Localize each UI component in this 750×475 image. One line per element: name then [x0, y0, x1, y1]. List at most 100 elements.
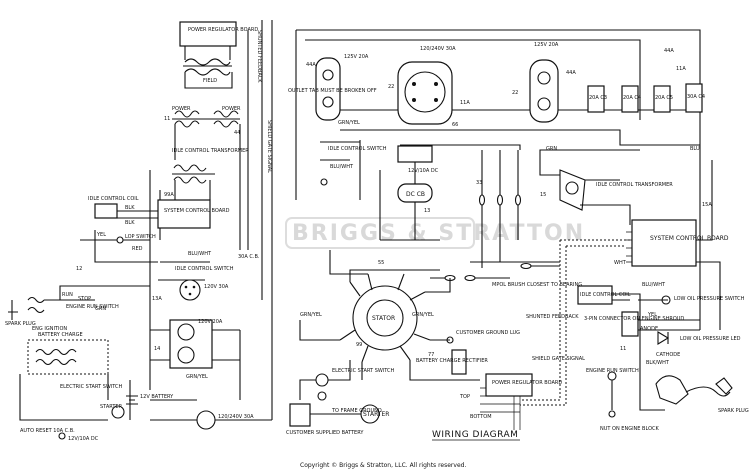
cb-30a-c4 — [685, 83, 703, 113]
dc-cb-label: DC CB — [406, 191, 425, 198]
shield-gate-signal-label: SHIELD GATE SIGNAL — [532, 356, 585, 362]
power-regulator-board-bottom-label: POWER REGULATOR BOARD — [492, 380, 562, 386]
wire-num-15a: 15A — [702, 202, 712, 208]
top-label: TOP — [459, 394, 470, 400]
wire-num-66a: 55 — [378, 260, 384, 266]
wire-num-44a-b: 44A — [566, 70, 576, 76]
outlet-125v-20a-label: 125V 20A — [344, 54, 369, 60]
outlet-120-240v-label: 120/240V 30A — [420, 46, 456, 52]
power-regulator-board-box — [179, 21, 237, 47]
field-label: FIELD — [203, 78, 217, 84]
auto-reset-label: AUTO RESET 10A C.B. — [20, 428, 75, 434]
wire-blk-1: BLK — [125, 205, 135, 211]
customer-supplied-battery-label: CUSTOMER SUPPLIED BATTERY — [286, 430, 364, 436]
mpol-brush-label: MPOL BRUSH CLOSEST TO BEARING — [492, 282, 582, 288]
wire-grnyel-stator: GRN/YEL — [300, 312, 322, 318]
cb-20a-c4-label: 20A C4 — [623, 95, 641, 101]
power-regulator-board-bottom — [485, 373, 533, 397]
watermark: BRIGGS & STRATTON — [292, 221, 585, 246]
wire-yel-main: YEL — [647, 312, 657, 318]
wire-num-22: 22 — [388, 84, 394, 90]
spark-plug-label-left: SPARK PLUG — [5, 321, 36, 327]
main-wiring: 125V 20A OUTLET TAB MUST BE BROKEN OFF G… — [286, 29, 749, 436]
customer-battery — [289, 403, 311, 427]
cb-30a-c4-label: 30A C4 — [687, 94, 705, 100]
wire-num-55: 66 — [452, 122, 458, 128]
wire-num-14: 14 — [154, 346, 160, 352]
outlet-125v-20a-body — [315, 57, 341, 121]
cb-20a-c5 — [653, 85, 671, 113]
battery-charge-rectifier — [451, 349, 467, 375]
shunted-feedback-label: SHUNTED FEEDBACK — [526, 314, 579, 320]
wire-num-11a-b: 11A — [676, 66, 686, 72]
battery-charge-box — [27, 339, 109, 375]
wire-grnyel-1: GRN/YEL — [186, 374, 208, 380]
idle-control-coil-main-label: IDLE CONTROL COIL — [580, 292, 631, 298]
outlet-125v-right-label: 125V 20A — [534, 42, 559, 48]
wire-blu-main: BLU — [690, 146, 700, 152]
wire-num-77: 77 — [428, 352, 434, 358]
wire-num-11-a: 11 — [164, 116, 170, 122]
low-oil-pressure-switch-label: LOW OIL PRESSURE SWITCH — [674, 296, 745, 302]
electric-start-switch-label: ELECTRIC START SWITCH — [60, 384, 123, 390]
idle-control-coil-main — [577, 285, 613, 305]
stop-label: STOP — [78, 296, 91, 302]
wire-num-44a-c: 44A — [664, 48, 674, 54]
idle-control-switch-label: IDLE CONTROL SWITCH — [175, 266, 234, 272]
system-control-board-main-label: SYSTEM CONTROL BOARD — [650, 235, 729, 242]
wire-grn-left: GRN — [95, 306, 106, 312]
run-label: RUN — [62, 292, 73, 298]
idle-control-coil-box — [94, 203, 118, 219]
wire-grnyel-2: GRN/YEL — [338, 120, 360, 126]
eng-ignition-label: ENG IGNITION — [32, 326, 67, 332]
system-control-board-main — [631, 219, 697, 267]
outlet-12v-dc-main — [397, 145, 433, 163]
cb-30a-label: 30A C.B. — [238, 254, 260, 260]
cb-20a-c4 — [621, 85, 639, 113]
outlet-12v-label: 12V/10A DC — [68, 436, 99, 442]
low-oil-pressure-led-label: LOW OIL PRESSURE LED — [680, 336, 741, 342]
wire-num-99: 99 — [356, 342, 362, 348]
wire-wht-main: WHT — [614, 260, 627, 266]
outlet-120v-30a-label: 120V 30A — [204, 284, 229, 290]
wire-num-99a: 99A — [164, 192, 174, 198]
left-schematic: POWER REGULATOR BOARD FIELD POWER POWER … — [80, 20, 273, 430]
three-pin-connector — [621, 311, 639, 337]
system-control-board-label: SYSTEM CONTROL BOARD — [164, 208, 230, 214]
idle-control-transformer-label: IDLE CONTROL TRANSFORMER — [172, 148, 249, 154]
bottom-label: BOTTOM — [470, 414, 492, 420]
wire-bluwht-main2: BLU/WHT — [642, 282, 666, 288]
idle-control-transformer-main-label: IDLE CONTROL TRANSFORMER — [596, 182, 673, 188]
wire-num-13: 13 — [424, 208, 430, 214]
outlet-120v-20a-label: 120V 20A — [198, 319, 223, 325]
idle-control-switch-main-label: IDLE CONTROL SWITCH — [328, 146, 387, 152]
duplex-outlet-box — [169, 319, 213, 369]
wire-num-15: 15 — [540, 192, 546, 198]
system-control-board-box — [157, 199, 211, 229]
wire-num-11a: 11A — [460, 100, 470, 106]
wire-grnyel-stator2: GRN/YEL — [412, 312, 434, 318]
stator-label: STATOR — [372, 315, 395, 322]
power-label-left: POWER — [172, 106, 191, 112]
engine-run-switch-main-label: ENGINE RUN SWITCH — [586, 368, 639, 374]
outlet-120-240v-body — [397, 61, 453, 125]
copyright: Copyright © Briggs & Stratton, LLC. All … — [300, 462, 466, 469]
engine-battery-section: SPARK PLUG ENG IGNITION RUN STOP ENGINE … — [5, 285, 174, 442]
power-regulator-board-label: POWER REGULATOR BOARD — [188, 27, 258, 33]
diagram-title: WIRING DIAGRAM — [432, 430, 518, 440]
anode-label: ANODE — [640, 326, 658, 332]
starter-label-left: STARTER — [100, 404, 123, 410]
wire-yel: YEL — [96, 232, 106, 238]
customer-ground-lug-label: CUSTOMER GROUND LUG — [456, 330, 520, 336]
wire-numbers: 11 44 99A 44A 22 11A 22 44A 44A 11A 66 3… — [76, 48, 712, 358]
run-switch-label: ENGINE RUN SWITCH — [66, 304, 119, 310]
stator: STATOR — [299, 250, 480, 381]
shunted-feedback-vertical: SHUNTED FEEDBACK — [256, 30, 262, 83]
shield-gate-vertical: SHIELD GATE SIGNAL — [266, 120, 272, 173]
battery-charge-rectifier-label: BATTERY CHARGE RECTIFIER — [416, 358, 488, 364]
cathode-label: CATHODE — [656, 352, 680, 358]
to-frame-ground-label: TO FRAME GROUND — [331, 408, 382, 414]
starter-label-bottom: STARTER — [363, 411, 389, 418]
